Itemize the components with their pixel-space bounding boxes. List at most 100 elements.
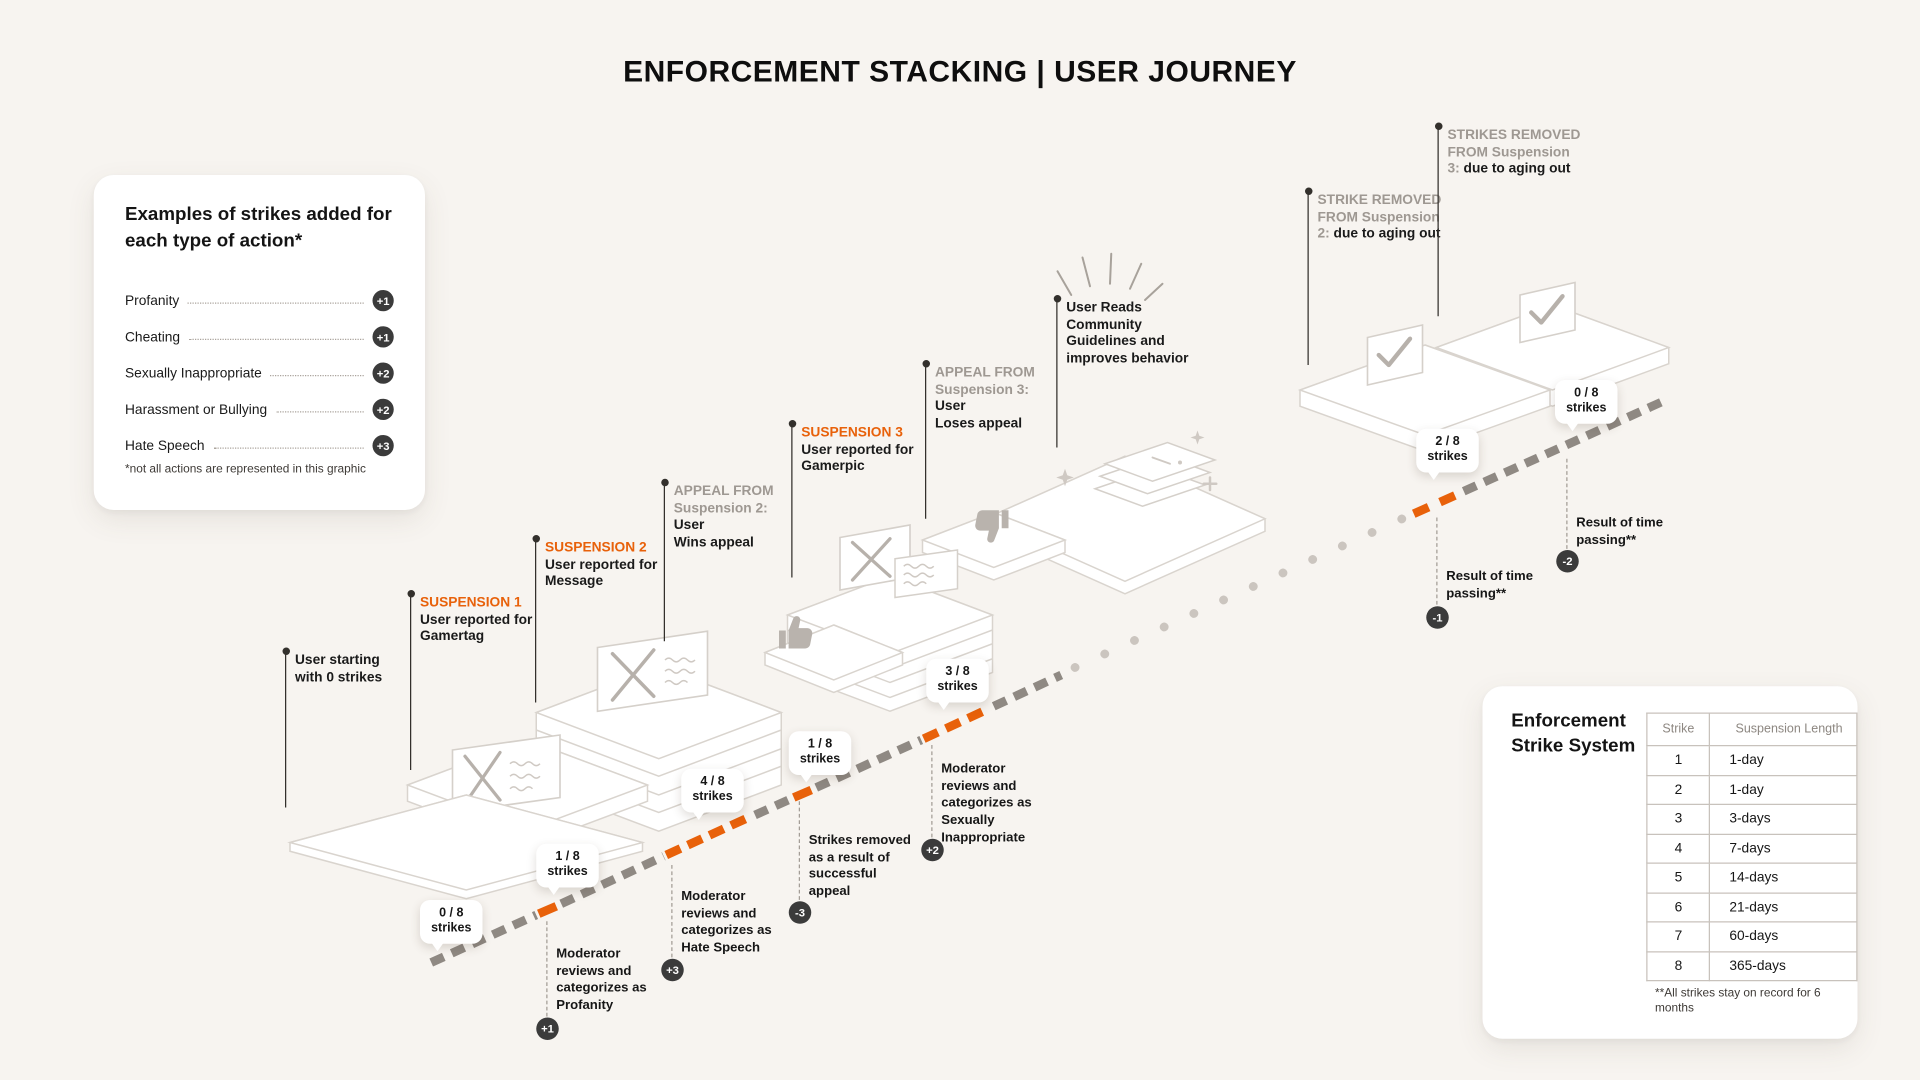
orange-strike-segment (1411, 489, 1461, 518)
points-badge: +2 (372, 398, 394, 420)
points-badge: +2 (372, 362, 394, 384)
guidelines-card (1092, 466, 1208, 508)
legend-item-label: Profanity (125, 293, 180, 309)
legend-title: Examples of strikes added for each type … (125, 203, 392, 251)
page-title: ENFORCEMENT STACKING | USER JOURNEY (623, 55, 1297, 89)
dotted-leader (188, 338, 364, 340)
x-mark-icon (463, 750, 502, 806)
strike-delta-badge: -3 (788, 901, 812, 924)
report-sign (596, 630, 709, 713)
callout-line (1437, 125, 1440, 317)
callout-text: STRIKES REMOVED FROM Suspension 3: due t… (1447, 127, 1581, 177)
legend-item-label: Harassment or Bullying (125, 402, 268, 418)
sparkle-icon (1056, 468, 1074, 487)
callout-line (663, 481, 666, 642)
legend-item-sexually-inappropriate: Sexually Inappropriate +2 (125, 348, 394, 384)
improvement-burst-icon (1056, 252, 1164, 301)
strike-delta-badge: +1 (536, 1017, 559, 1040)
callout-line (285, 650, 287, 808)
x-mark-icon (850, 540, 892, 578)
platform-suspension-1 (405, 734, 650, 848)
table-header-row: Strike Suspension Length (1646, 712, 1858, 747)
guidelines-card (1097, 454, 1213, 495)
orange-strike-segment (921, 704, 991, 743)
annotation-line (1566, 458, 1568, 562)
strike-delta-badge: -2 (1556, 550, 1579, 573)
orange-strike-segment (537, 902, 558, 918)
callout-text: APPEAL FROM Suspension 3: User Loses app… (935, 365, 1035, 432)
platform-suspension-2 (534, 630, 784, 833)
strike-delta-badge: -1 (1426, 606, 1449, 629)
strike-system-card: Enforcement Strike System Strike Suspens… (1482, 686, 1858, 1039)
legend-item-profanity: Profanity +1 (125, 275, 394, 312)
annotation-line (798, 801, 800, 913)
x-mark-icon (463, 754, 502, 802)
guidelines-card (1102, 441, 1218, 483)
report-sign (839, 524, 911, 591)
annotation-line (671, 865, 673, 970)
check-icon (1529, 294, 1565, 325)
annotation-line (931, 745, 933, 850)
column-header-strike: Strike (1646, 712, 1711, 747)
squiggle-text-icon (509, 761, 541, 792)
callout-line (925, 362, 927, 519)
check-sign (1366, 323, 1424, 387)
annotation-text: Moderator reviews and categorizes as Sex… (941, 761, 1032, 845)
legend-item-label: Sexually Inappropriate (125, 366, 262, 382)
callout-line (410, 592, 412, 770)
callout-line (1056, 297, 1058, 448)
strike-delta-badge: +2 (921, 838, 944, 862)
legend-item-harassment: Harassment or Bullying +2 (125, 384, 394, 420)
dotted-leader (188, 302, 364, 304)
dotted-leader (270, 375, 364, 377)
legend-item-label: Cheating (125, 330, 181, 345)
column-header-length: Suspension Length (1709, 712, 1858, 747)
squiggle-text-icon (903, 563, 935, 587)
annotation-text: Result of time passing** (1446, 568, 1534, 601)
annotation-text: Strikes removed as a result of successfu… (808, 832, 911, 899)
squiggle-text-icon (664, 657, 696, 686)
dotted-leader (213, 447, 364, 449)
callout-text: User Reads Community Guidelines and impr… (1066, 300, 1189, 367)
legend-footnote: *not all actions are represented in this… (125, 462, 366, 477)
points-badge: +1 (372, 326, 394, 348)
platform-strikes-removed-3 (1434, 281, 1671, 408)
orange-strike-segment (664, 812, 754, 859)
annotation-text: Moderator reviews and categorizes as Hat… (681, 888, 772, 955)
legend-rows: Profanity +1 Cheating +1 Sexually Inappr… (125, 275, 394, 457)
platform-appeal-2 (762, 616, 905, 694)
strike-system-footnote: **All strikes stay on record for 6 month… (1655, 986, 1821, 1016)
thumbs-down-icon (975, 510, 1009, 543)
report-sign (451, 734, 561, 814)
legend-item-label: Hate Speech (125, 438, 205, 454)
strike-system-title: Enforcement Strike System (1511, 710, 1636, 757)
strike-delta-badge: +3 (661, 958, 684, 982)
callout-text: SUSPENSION 1 User reported for Gamertag (420, 595, 533, 645)
annotation-text: Result of time passing** (1576, 515, 1664, 548)
platform-community-guidelines (983, 430, 1267, 595)
callout-text: SUSPENSION 3 User reported for Gamerpic (801, 425, 914, 475)
points-badge: +3 (372, 435, 394, 457)
x-mark-icon (610, 652, 656, 698)
sparkle-icon (1190, 430, 1205, 445)
points-badge: +1 (372, 290, 394, 312)
platform-appeal-3 (920, 510, 1068, 581)
callout-text: SUSPENSION 2 User reported for Message (545, 540, 658, 590)
message-sign (894, 549, 959, 599)
